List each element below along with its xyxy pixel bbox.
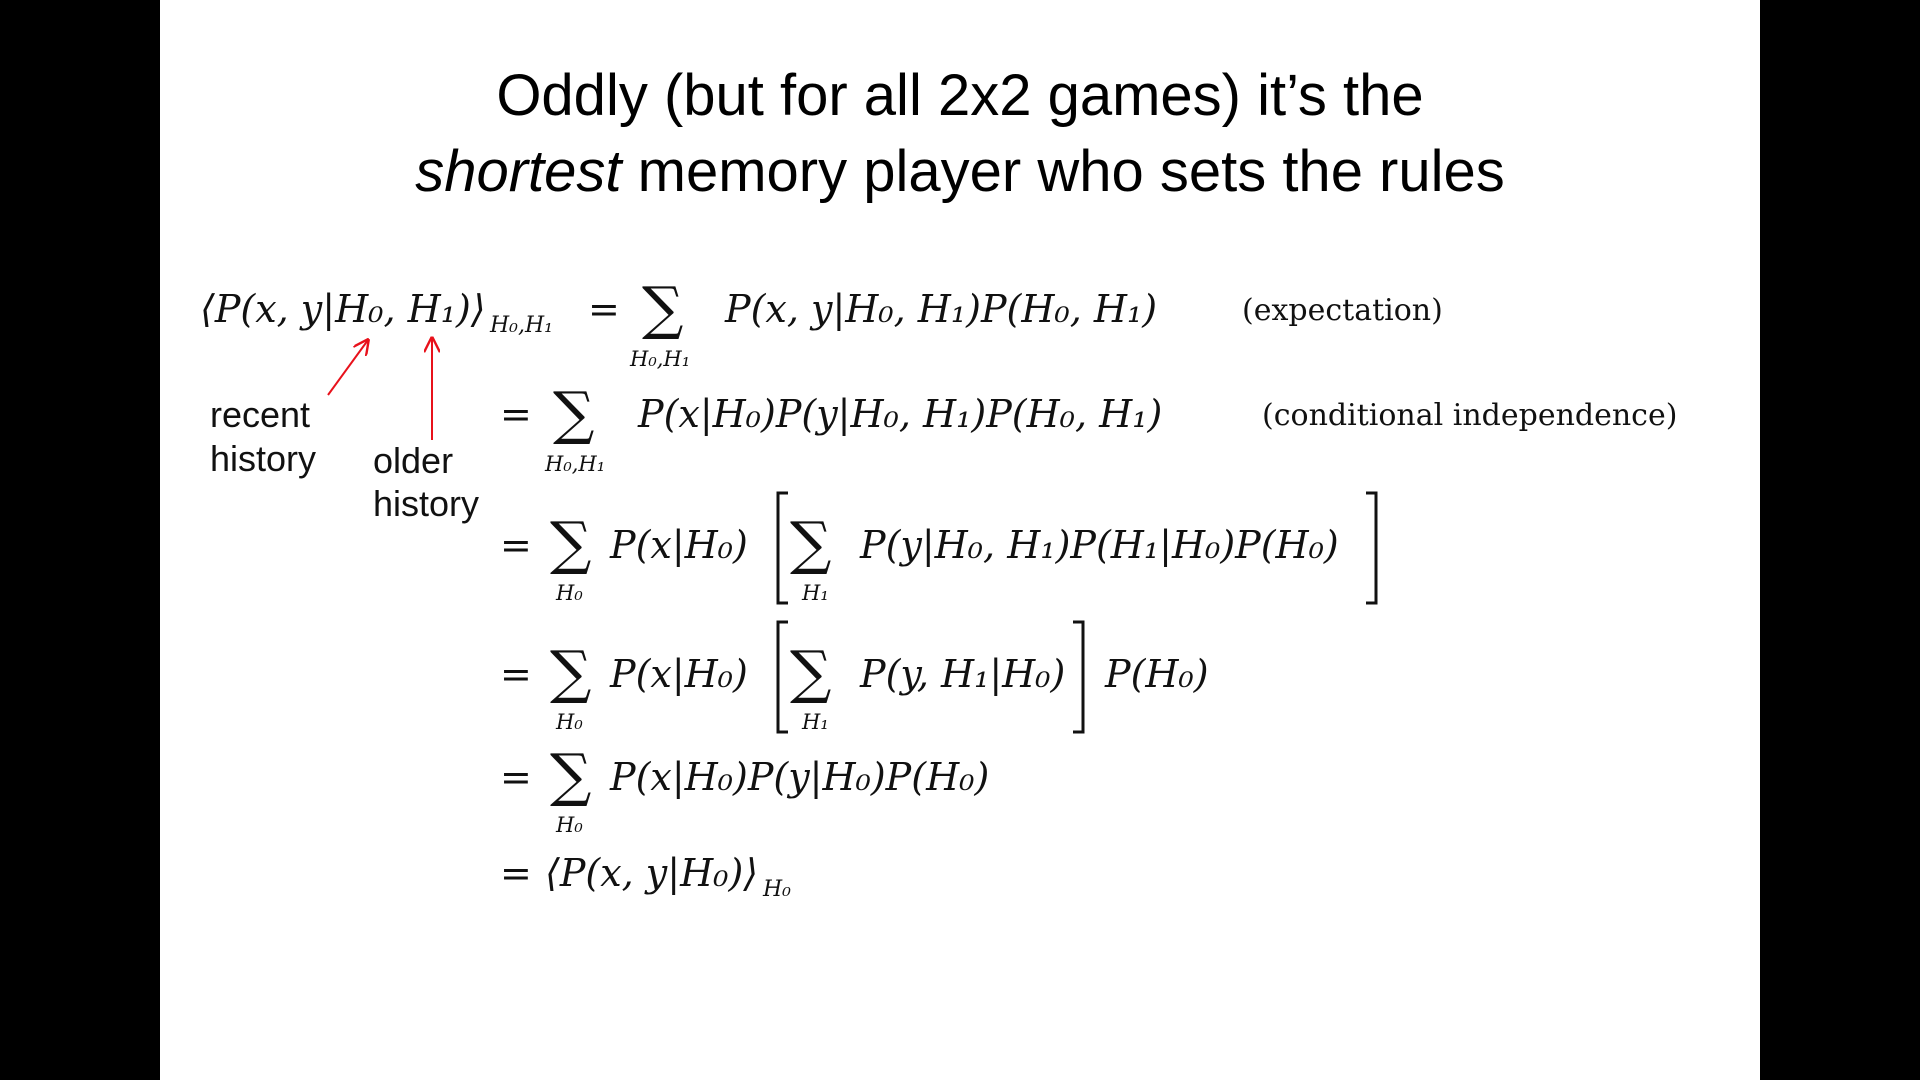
row6-subscript: H₀ — [762, 877, 791, 902]
equation-row-3: = ∑ H₀ P(x|H₀) ∑ H₁ P(y|H₀, H₁)P(H₁|H₀)P… — [500, 491, 1378, 605]
right-bracket — [1073, 620, 1085, 734]
equals-sign: = — [500, 755, 532, 799]
row3-outer-expression: P(x|H₀) — [609, 523, 748, 567]
left-bracket — [776, 620, 788, 734]
recent-history-arrow — [327, 340, 368, 396]
sum-symbol: ∑ — [550, 509, 591, 577]
slide-title: Oddly (but for all 2x2 games) it’s the s… — [160, 58, 1760, 210]
older-history-label-2: history — [373, 483, 479, 524]
row4-outer-expression: P(x|H₀) — [609, 652, 748, 696]
title-line-2-rest: memory player who sets the rules — [621, 139, 1505, 204]
equation-row-4: = ∑ H₀ P(x|H₀) ∑ H₁ P(y, H₁|H₀) P(H₀) — [500, 620, 1209, 734]
row6-expression: ⟨P(x, y|H₀)⟩ — [545, 851, 758, 895]
equals-sign: = — [500, 392, 532, 436]
left-bracket — [776, 491, 788, 605]
annotations: recent history older history — [210, 338, 479, 524]
sum-subscript: H₀ — [555, 813, 583, 837]
title-line-1: Oddly (but for all 2x2 games) it’s the — [496, 63, 1424, 128]
sum-subscript: H₀,H₁ — [629, 347, 690, 371]
equation-row-6: = ⟨P(x, y|H₀)⟩ H₀ — [500, 851, 791, 902]
equals-sign: = — [500, 652, 532, 696]
note-expectation: (expectation) — [1242, 293, 1443, 328]
row2-expression: P(x|H₀)P(y|H₀, H₁)P(H₀, H₁) — [637, 392, 1162, 436]
equals-sign: = — [500, 523, 532, 567]
lhs-expectation: ⟨P(x, y|H₀, H₁)⟩ — [200, 287, 486, 331]
sum-symbol: ∑ — [550, 638, 591, 706]
lhs-subscript: H₀,H₁ — [489, 313, 553, 338]
right-bracket — [1366, 491, 1378, 605]
row1-expression: P(x, y|H₀, H₁)P(H₀, H₁) — [724, 287, 1157, 331]
inner-sum-symbol: ∑ — [790, 509, 831, 577]
equation-row-1: ⟨P(x, y|H₀, H₁)⟩ H₀,H₁ = ∑ H₀,H₁ P(x, y|… — [200, 274, 1443, 371]
older-history-label-1: older — [373, 440, 453, 481]
slide: Oddly (but for all 2x2 games) it’s the s… — [160, 0, 1760, 1080]
sum-subscript: H₀ — [555, 581, 583, 605]
recent-history-label-1: recent — [210, 394, 310, 435]
title-emphasis: shortest — [415, 139, 622, 204]
recent-history-label-2: history — [210, 438, 316, 479]
derivation: ⟨P(x, y|H₀, H₁)⟩ H₀,H₁ = ∑ H₀,H₁ P(x, y|… — [200, 274, 1677, 902]
equation-row-5: = ∑ H₀ P(x|H₀)P(y|H₀)P(H₀) — [500, 741, 989, 837]
inner-sum-subscript: H₁ — [801, 581, 829, 605]
equals-sign: = — [588, 287, 620, 331]
row4-after-expression: P(H₀) — [1104, 652, 1209, 696]
note-conditional-independence: (conditional independence) — [1262, 398, 1677, 433]
title-line-2: shortest memory player who sets the rule… — [160, 134, 1760, 210]
sum-subscript: H₀,H₁ — [544, 452, 605, 476]
equals-sign: = — [500, 851, 532, 895]
row4-inner-expression: P(y, H₁|H₀) — [859, 652, 1065, 696]
row3-inner-expression: P(y|H₀, H₁)P(H₁|H₀)P(H₀) — [859, 523, 1339, 567]
sum-symbol: ∑ — [553, 379, 594, 447]
row5-expression: P(x|H₀)P(y|H₀)P(H₀) — [609, 755, 989, 799]
sum-symbol: ∑ — [642, 274, 683, 342]
inner-sum-subscript: H₁ — [801, 710, 829, 734]
equation-row-2: = ∑ H₀,H₁ P(x|H₀)P(y|H₀, H₁)P(H₀, H₁) (c… — [500, 379, 1677, 476]
sum-symbol: ∑ — [550, 741, 591, 809]
inner-sum-symbol: ∑ — [790, 638, 831, 706]
sum-subscript: H₀ — [555, 710, 583, 734]
